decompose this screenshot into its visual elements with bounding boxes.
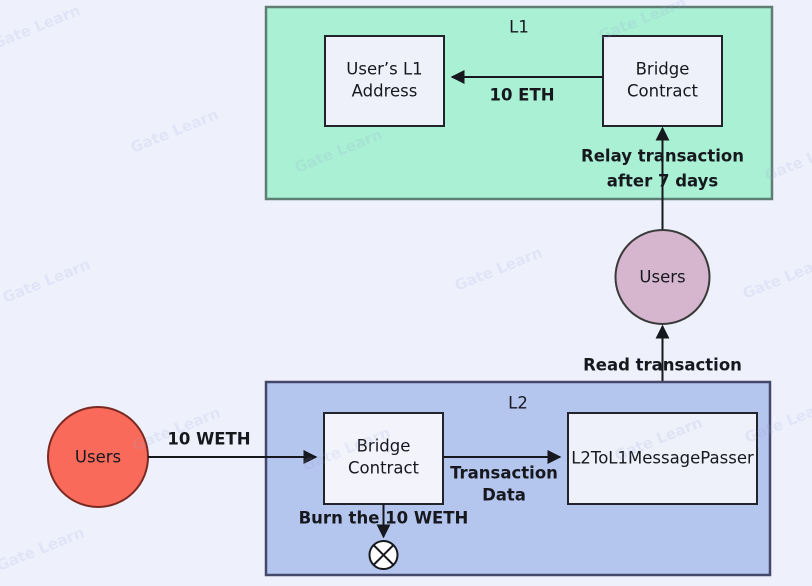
node-users-middle[interactable]: Users [614,229,711,325]
zone-l1-label: L1 [509,18,529,37]
l1-bridge-contract-label-line2: Contract [627,82,699,101]
transaction-data-label-line2: Data [482,486,526,505]
users-middle-circle[interactable] [614,229,711,325]
zone-l2-label: L2 [508,394,528,413]
eth-transfer-label: 10 ETH [489,86,554,105]
l1-bridge-contract-box[interactable] [602,35,723,127]
transaction-data-label-line1: Transaction [450,464,558,483]
edge-eth-transfer: 10 ETH [450,70,603,105]
node-users-l1-address[interactable]: User’s L1 Address [324,35,445,127]
users-l1-address-label-line1: User’s L1 [346,60,422,79]
l2-to-l1-message-passer-label: L2ToL1MessagePasser [571,449,754,468]
burn-symbol-slash-2 [373,544,394,566]
users-l1-address-box[interactable] [324,35,445,127]
relay-transaction-label-line2: after 7 days [607,172,719,191]
l1-bridge-contract-label-line1: Bridge [636,60,690,79]
l2-bridge-contract-label-line1: Bridge [357,437,411,456]
users-middle-label: Users [639,268,685,287]
relay-transaction-label-line1: Relay transaction [581,147,744,166]
weth-deposit-label: 10 WETH [167,430,250,449]
burn-weth-label: Burn the 10 WETH [299,509,469,528]
read-transaction-label: Read transaction [583,356,742,375]
users-l1-address-label-line2: Address [352,82,418,101]
node-users-left[interactable]: Users [47,406,149,508]
l2-to-l1-message-passer-box[interactable] [567,412,758,505]
edge-relay-transaction: Relay transaction after 7 days [581,126,744,232]
node-l1-bridge-contract[interactable]: Bridge Contract [602,35,723,127]
node-l2-to-l1-message-passer[interactable]: L2ToL1MessagePasser [567,412,758,505]
edge-burn-weth: Burn the 10 WETH [299,504,469,539]
burn-symbol-icon [368,540,399,570]
l2-bridge-contract-label-line2: Contract [348,459,420,478]
edge-weth-deposit: 10 WETH [148,430,318,464]
users-left-label: Users [75,448,121,467]
node-l2-bridge-contract[interactable]: Bridge Contract [323,412,444,505]
l2-bridge-contract-box[interactable] [323,412,444,505]
edge-transaction-data: Transaction Data [443,450,562,505]
